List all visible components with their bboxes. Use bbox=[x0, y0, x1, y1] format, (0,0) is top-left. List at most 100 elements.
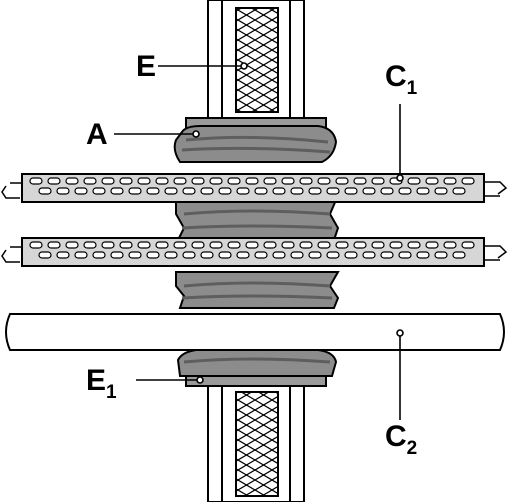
tray-slot bbox=[38, 251, 52, 259]
tray-slot bbox=[119, 241, 133, 249]
label-E: E bbox=[136, 50, 157, 83]
tray-slot bbox=[155, 177, 169, 185]
tray-slot bbox=[146, 187, 160, 195]
tray-slot bbox=[92, 187, 106, 195]
tray-slot bbox=[308, 187, 322, 195]
tray-slot bbox=[362, 187, 376, 195]
tray-slot bbox=[452, 187, 466, 195]
tray-slot bbox=[128, 187, 142, 195]
lower-wall bbox=[185, 373, 327, 502]
tray-slot bbox=[101, 241, 115, 249]
tray-slot bbox=[308, 251, 322, 259]
cable-tray-upper bbox=[1, 173, 508, 203]
tray-slot bbox=[209, 241, 223, 249]
tray-slot bbox=[290, 251, 304, 259]
tray-slot bbox=[272, 187, 286, 195]
tray-slot bbox=[218, 251, 232, 259]
tray-slot bbox=[146, 251, 160, 259]
tray-slot bbox=[326, 251, 340, 259]
tray-slot bbox=[371, 177, 385, 185]
tray-slot bbox=[254, 251, 268, 259]
tray-slot bbox=[191, 241, 205, 249]
tray-slot bbox=[353, 177, 367, 185]
tray-slot bbox=[182, 187, 196, 195]
tray-slot bbox=[434, 187, 448, 195]
tray-slot bbox=[65, 177, 79, 185]
tray-slot bbox=[317, 177, 331, 185]
tray-slot bbox=[56, 187, 70, 195]
tray-slot bbox=[245, 241, 259, 249]
tray-slot bbox=[452, 251, 466, 259]
tray-slot bbox=[236, 251, 250, 259]
upper-insulation bbox=[235, 7, 279, 113]
tray-slot bbox=[416, 251, 430, 259]
tray-slot bbox=[74, 187, 88, 195]
tray-slot bbox=[299, 177, 313, 185]
tray-slot bbox=[281, 241, 295, 249]
tray-slot bbox=[434, 251, 448, 259]
tray-slot bbox=[47, 241, 61, 249]
cable-tray-lower bbox=[1, 237, 508, 267]
tray-slot bbox=[47, 177, 61, 185]
tray-slot bbox=[128, 251, 142, 259]
tray-slot bbox=[443, 177, 457, 185]
tray-slot bbox=[56, 251, 70, 259]
tray-slot bbox=[65, 241, 79, 249]
tray-slot bbox=[398, 251, 412, 259]
label-C1: C1 bbox=[385, 60, 418, 100]
label-C2: C2 bbox=[385, 420, 418, 460]
tray-slot bbox=[416, 187, 430, 195]
tray-slot bbox=[29, 241, 43, 249]
tray-slot bbox=[137, 177, 151, 185]
tray-slot bbox=[92, 251, 106, 259]
leader-lines bbox=[114, 62, 404, 420]
tray-slot bbox=[155, 241, 169, 249]
tray-slot bbox=[182, 251, 196, 259]
tray-slot bbox=[398, 187, 412, 195]
tray-slot bbox=[461, 241, 475, 249]
label-A: A bbox=[86, 118, 108, 151]
tray-slot bbox=[290, 187, 304, 195]
tray-slot bbox=[272, 251, 286, 259]
pipe-C2 bbox=[5, 313, 505, 351]
tray-slot bbox=[236, 187, 250, 195]
tray-slot bbox=[83, 241, 97, 249]
lower-insulation bbox=[235, 391, 279, 497]
tray-slot bbox=[254, 187, 268, 195]
tray-slot bbox=[38, 187, 52, 195]
tray-slot bbox=[344, 251, 358, 259]
tray-slot bbox=[407, 241, 421, 249]
tray-slot bbox=[119, 177, 133, 185]
tray-slot bbox=[110, 187, 124, 195]
tray-slot bbox=[209, 177, 223, 185]
tray-slot bbox=[200, 251, 214, 259]
label-E1: E1 bbox=[86, 364, 117, 404]
tray-slot bbox=[425, 241, 439, 249]
tray-slot bbox=[407, 177, 421, 185]
tray-slot bbox=[326, 187, 340, 195]
tray-slot bbox=[335, 241, 349, 249]
tray-slot bbox=[461, 177, 475, 185]
tray-slot bbox=[335, 177, 349, 185]
tray-slot bbox=[317, 241, 331, 249]
tray-slot bbox=[443, 241, 457, 249]
tray-slot bbox=[29, 177, 43, 185]
tray-slot bbox=[371, 241, 385, 249]
tray-slot bbox=[353, 241, 367, 249]
tray-slot bbox=[263, 241, 277, 249]
tray-slot bbox=[263, 177, 277, 185]
tray-slot bbox=[101, 177, 115, 185]
tray-slot bbox=[218, 187, 232, 195]
tray-slot bbox=[389, 241, 403, 249]
tray-slot bbox=[227, 241, 241, 249]
tray-slot bbox=[83, 177, 97, 185]
tray-slot bbox=[380, 187, 394, 195]
tray-slot bbox=[110, 251, 124, 259]
tray-slot bbox=[74, 251, 88, 259]
tray-slot bbox=[191, 177, 205, 185]
tray-slot bbox=[227, 177, 241, 185]
tray-slot bbox=[173, 177, 187, 185]
tray-slot bbox=[245, 177, 259, 185]
tray-slot bbox=[164, 187, 178, 195]
